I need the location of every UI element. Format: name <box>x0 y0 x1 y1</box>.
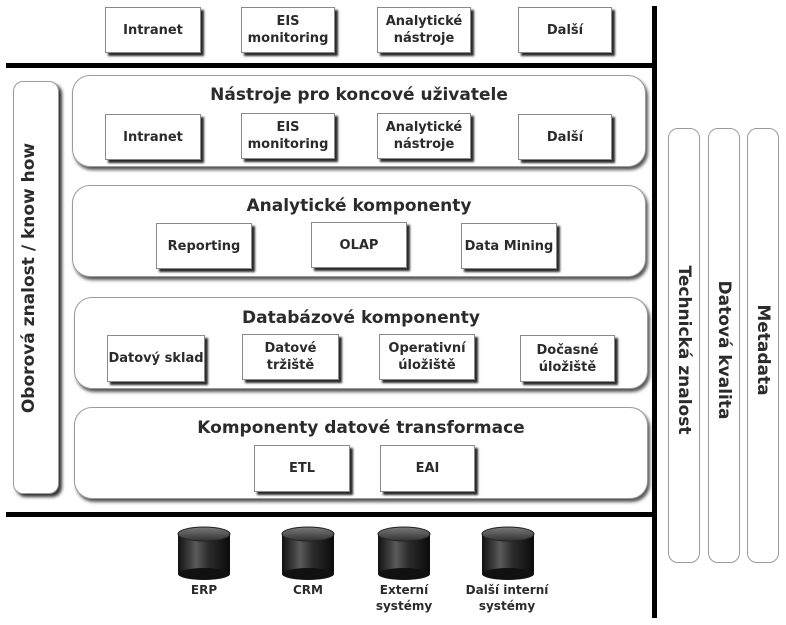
top-other-box: Další <box>518 7 612 53</box>
operational-store-box: Operativní úložiště <box>379 334 475 380</box>
metadata-bar <box>747 128 779 563</box>
tools-eis-box: EIS monitoring <box>241 113 335 159</box>
data-transformation-title: Komponenty datové transformace <box>197 418 525 438</box>
top-analytic-tools-box: Analytické nástroje <box>377 7 471 53</box>
analytic-components-title: Analytické komponenty <box>246 196 472 216</box>
erp-database-icon <box>177 526 231 580</box>
crm-database-icon <box>281 526 335 580</box>
domain-knowledge-bar <box>13 81 59 494</box>
technical-knowledge-bar <box>668 128 700 563</box>
etl-box: ETL <box>254 445 350 492</box>
erp-label: ERP <box>190 583 218 597</box>
top-eis-box: EIS monitoring <box>241 7 335 53</box>
database-components-title: Databázové komponenty <box>242 308 480 328</box>
tools-intranet-box: Intranet <box>105 114 201 160</box>
other-internal-systems-database-icon <box>481 526 535 580</box>
tools-analytic-box: Analytické nástroje <box>377 113 471 159</box>
olap-box: OLAP <box>311 222 407 268</box>
staging-area-box: Dočasné úložiště <box>520 335 615 382</box>
external-systems-label: Externí systémy <box>375 583 433 613</box>
top-divider-line <box>6 63 656 68</box>
data-warehouse-box: Datový sklad <box>107 335 205 382</box>
crm-label: CRM <box>293 583 323 597</box>
external-systems-database-icon <box>377 526 431 580</box>
data-mining-box: Data Mining <box>461 223 557 269</box>
bottom-divider-line <box>6 512 656 517</box>
end-user-tools-title: Nástroje pro koncové uživatele <box>210 85 508 105</box>
reporting-box: Reporting <box>156 223 252 269</box>
top-intranet-box: Intranet <box>105 7 201 53</box>
right-divider-line <box>652 6 657 618</box>
data-mart-box: Datové tržiště <box>242 334 339 380</box>
tools-other-box: Další <box>518 114 612 160</box>
data-transformation-panel: Komponenty datové transformace <box>74 407 648 499</box>
other-internal-systems-label: Další interní systémy <box>465 583 549 613</box>
data-quality-bar <box>708 128 740 563</box>
eai-box: EAI <box>380 445 475 492</box>
